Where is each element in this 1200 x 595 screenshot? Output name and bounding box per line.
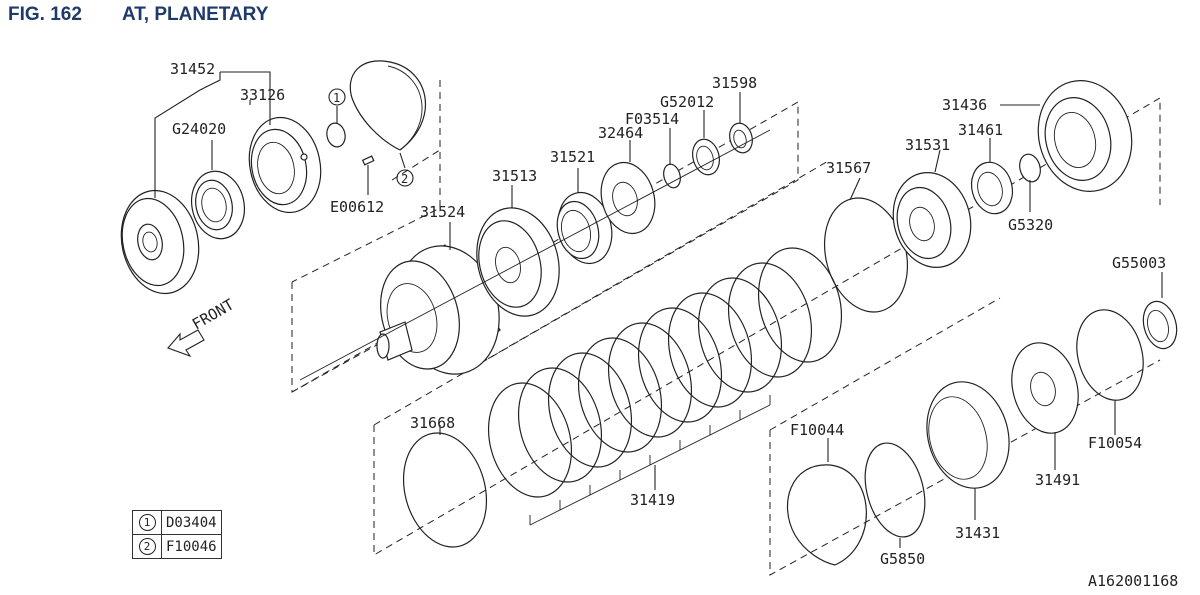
callout-legend: 1 D03404 2 F10046 [132, 510, 222, 559]
center-axis [299, 129, 771, 381]
part-F10044-snapring[interactable] [786, 464, 867, 566]
part-31531-gear[interactable] [883, 164, 981, 276]
legend-part-2[interactable]: F10046 [161, 534, 222, 559]
legend-mark-2: 2 [138, 538, 156, 555]
dashed-group-right [769, 297, 1161, 576]
callout-circle-1 [328, 88, 346, 106]
label-G5850[interactable]: G5850 [880, 550, 925, 568]
label-31524[interactable]: 31524 [420, 203, 465, 221]
part-G52012-washer[interactable] [689, 136, 723, 178]
callout-1-number: 1 [333, 91, 340, 105]
label-31531[interactable]: 31531 [905, 136, 950, 154]
label-F10054[interactable]: F10054 [1088, 434, 1142, 452]
legend-mark-1: 1 [138, 514, 156, 531]
part-F03514-ring[interactable] [661, 162, 683, 189]
label-31668[interactable]: 31668 [410, 414, 455, 432]
label-31461[interactable]: 31461 [958, 121, 1003, 139]
label-F03514[interactable]: F03514 [625, 110, 679, 128]
dashed-group-lower [373, 97, 1161, 556]
part-33126-piston[interactable] [241, 111, 329, 219]
label-31567[interactable]: 31567 [826, 159, 871, 177]
legend-row-1: 1 D03404 [132, 510, 222, 535]
label-31419[interactable]: 31419 [630, 491, 675, 509]
label-G55003[interactable]: G55003 [1112, 254, 1166, 272]
part-31598-washer[interactable] [726, 121, 755, 156]
part-31668-ring[interactable] [391, 424, 498, 557]
label-31521[interactable]: 31521 [550, 148, 595, 166]
legend-part-1[interactable]: D03404 [161, 510, 222, 535]
label-31598[interactable]: 31598 [712, 74, 757, 92]
part-F10046-snapring[interactable] [349, 60, 427, 151]
label-31452[interactable]: 31452 [170, 60, 215, 78]
label-31431[interactable]: 31431 [955, 524, 1000, 542]
diagram-id: A162001168 [1088, 572, 1178, 590]
part-E00612-pin [361, 155, 375, 166]
leader-lines [154, 71, 1163, 548]
label-G24020[interactable]: G24020 [172, 120, 226, 138]
label-31513[interactable]: 31513 [492, 167, 537, 185]
front-direction-arrow: FRONT [167, 295, 237, 358]
callout-circle-2 [396, 169, 414, 187]
label-F10044[interactable]: F10044 [790, 421, 844, 439]
part-G24020-bearing[interactable] [185, 166, 250, 243]
part-D03404-oring[interactable] [325, 121, 348, 148]
label-E00612[interactable]: E00612 [330, 198, 384, 216]
part-31452-drum[interactable] [112, 183, 208, 301]
label-32464[interactable]: 32464 [598, 124, 643, 142]
legend-row-2: 2 F10046 [132, 534, 222, 559]
part-G5850-ring[interactable] [856, 436, 935, 543]
part-G55003-washer[interactable] [1138, 298, 1181, 353]
label-G5320[interactable]: G5320 [1008, 216, 1053, 234]
part-31513-carrier[interactable] [465, 199, 571, 326]
label-33126[interactable]: 33126 [240, 86, 285, 104]
part-31491-plate[interactable] [1002, 335, 1088, 440]
label-31491[interactable]: 31491 [1035, 471, 1080, 489]
part-32464-plate[interactable] [594, 156, 663, 239]
part-31461-bearing[interactable] [966, 158, 1018, 219]
label-G52012[interactable]: G52012 [660, 93, 714, 111]
part-F10054-snapring[interactable] [1067, 302, 1153, 407]
part-31431-hub[interactable] [915, 372, 1020, 497]
part-31436-ring-gear[interactable] [1026, 70, 1144, 202]
label-31436[interactable]: 31436 [942, 96, 987, 114]
part-G5320-washer[interactable] [1017, 152, 1044, 184]
figure-number: FIG. 162 [8, 4, 82, 25]
part-31524-drum[interactable] [369, 234, 513, 385]
callout-2-number: 2 [401, 172, 408, 186]
front-label: FRONT [189, 295, 237, 333]
figure-title: AT, PLANETARY [122, 4, 269, 25]
part-31419-clutch-pack[interactable] [476, 239, 853, 526]
